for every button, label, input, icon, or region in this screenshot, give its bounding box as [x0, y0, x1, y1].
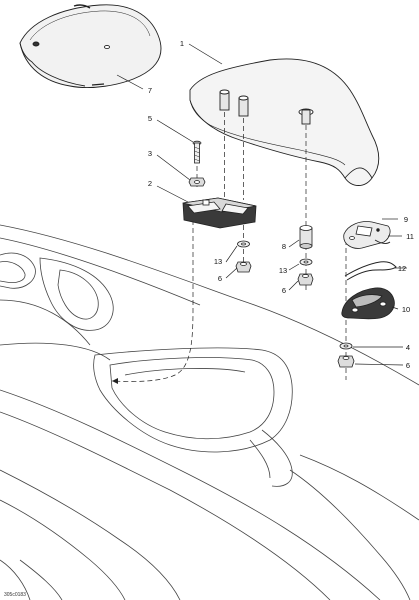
callout-6-left: 6	[218, 274, 222, 283]
nut-part-left	[235, 261, 252, 273]
callout-leader-lines	[116, 43, 407, 366]
small-nut-part	[188, 177, 206, 187]
latch-plate-part	[343, 221, 391, 249]
callout-13-right: 13	[279, 266, 287, 275]
callout-8: 8	[282, 242, 286, 251]
callout-12: 12	[398, 264, 406, 273]
spacer-part	[299, 225, 313, 249]
callout-1: 1	[180, 39, 184, 48]
callout-3: 3	[148, 149, 152, 158]
callout-2: 2	[148, 179, 152, 188]
callout-7: 7	[148, 86, 152, 95]
spring-wire-part	[344, 261, 397, 281]
nut-part-right	[297, 273, 314, 286]
callout-5: 5	[148, 114, 152, 123]
storage-cover-part	[19, 4, 162, 88]
callout-6-right: 6	[282, 286, 286, 295]
nut-part-lower	[337, 355, 355, 368]
seat-bracket-part	[189, 58, 380, 186]
callout-9: 9	[404, 215, 408, 224]
hull-deck-outline	[0, 224, 419, 600]
insert-arrowhead	[112, 378, 118, 384]
latch-block-part	[182, 197, 257, 229]
callout-10: 10	[402, 305, 410, 314]
washer-part-left	[237, 240, 250, 248]
figure-code: 305c0183	[4, 592, 26, 598]
latch-bracket-part	[341, 287, 395, 320]
callout-6-lower: 6	[406, 361, 410, 370]
callout-13-left: 13	[214, 257, 222, 266]
washer-part-lower	[339, 342, 353, 350]
washer-part-right	[299, 258, 313, 266]
callout-11: 11	[406, 232, 414, 241]
callout-4: 4	[406, 343, 410, 352]
screw-part	[192, 140, 202, 164]
